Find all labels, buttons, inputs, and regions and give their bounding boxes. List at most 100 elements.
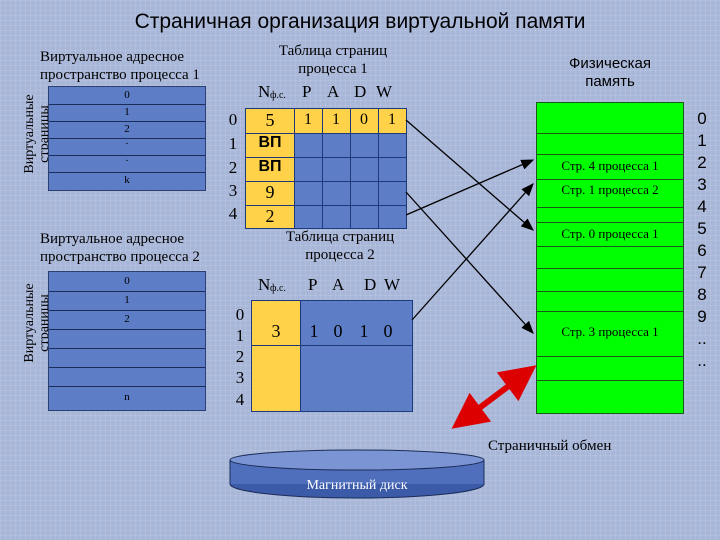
vas2-label-line1: Виртуальное адресное [40,231,185,247]
swap-label: Страничный обмен [488,438,612,454]
phys-label-line1: Физическая [568,55,652,72]
pt1-row-number: 4 [228,204,238,223]
pt2-divider [252,345,412,346]
phys-frame-number: 5 [697,219,707,238]
pt1-row-number: 1 [228,134,238,153]
pt1-frame: ВП [258,158,282,175]
vas2-row [49,367,205,387]
vas1-row-num: 2 [124,123,130,135]
pt1-divider [246,181,406,182]
pt1-label-line2: процесса 1 [298,61,368,77]
phys-frame-number: 2 [697,153,707,172]
pt1-row-number: 2 [228,158,238,177]
pt1-divider [246,205,406,206]
phys-frame-number: 9 [697,307,707,326]
vas1-row: 0 [49,87,205,105]
arrow-pt2-row0 [411,183,534,321]
vas2-row-num: 0 [124,275,130,287]
pt1-flag-a: 1 [332,111,340,128]
pt2-table: 3 1 0 1 0 [251,300,413,412]
arrow-pt1-row0 [405,119,534,231]
vas2-label-line2: пространство процесса 2 [40,249,200,265]
pt2-divider [300,301,301,411]
phys-frame-number: 0 [697,109,707,128]
phys-frame [537,207,683,223]
phys-frame [537,246,683,269]
phys-frame [537,222,683,247]
pt2-label-line1: Таблица страниц [285,229,395,245]
phys-frame-number: 3 [697,175,707,194]
phys-frame [537,268,683,292]
vas1-row-num: 1 [124,106,130,118]
phys-frame-number: 1 [697,131,707,150]
pt1-row-number: 0 [228,110,238,129]
vas1-label-line2: пространство процесса 1 [40,67,200,83]
phys-label-line2: память [585,73,635,90]
vas2-row: 2 [49,310,205,330]
phys-frame-number: 7 [697,263,707,282]
vas2-row: 0 [49,272,205,292]
phys-frame [537,356,683,381]
pt2-row-number: 0 [235,305,245,324]
pt2-label-line2: процесса 2 [305,247,375,263]
pt1-label-line1: Таблица страниц [278,43,388,59]
phys-table: Стр. 4 процесса 1 Стр. 1 процесса 2 Стр.… [536,102,684,414]
pt1-divider [350,109,351,228]
vas1-row: · [49,138,205,156]
pt1-divider [294,109,295,228]
pt2-header-w: W [384,275,401,294]
pt2-header-n: N [258,275,271,294]
pt2-header-a: A [332,275,345,294]
phys-frame-label: Стр. 3 процесса 1 [561,324,659,339]
arrow-pt1-row3 [405,191,534,334]
pt1-divider [246,133,406,134]
vas2-row: n [49,386,205,409]
vas2-row-num: n [124,391,130,403]
vas1-row-num: · [125,138,129,150]
pt1-header-a: A [327,82,340,101]
pt1-divider [322,109,323,228]
pt2-header-sub: ф.с. [270,283,286,294]
vas1-row: k [49,172,205,189]
phys-frame [537,179,683,208]
pt2-header-d: D [364,275,377,294]
pt1-frame: 5 [265,110,275,130]
phys-frame-number: 8 [697,285,707,304]
vas2-table: 0 1 2 n [48,271,206,411]
vas1-row-num: k [124,174,130,186]
swap-arrow [451,365,537,429]
arrow-pt1-row4 [405,159,535,216]
phys-frame [537,103,683,134]
vas1-row-num: · [125,155,129,167]
pt1-row-number: 3 [228,181,238,200]
vas1-row: 1 [49,104,205,122]
phys-frame [537,154,683,180]
phys-frame [537,291,683,312]
phys-frame-label: Стр. 1 процесса 2 [561,182,659,197]
phys-label: Физическая память [540,55,680,91]
pt1-header-p: P [302,82,312,101]
pt1-header-d: D [354,82,367,101]
pt2-row-number: 1 [235,326,245,345]
pt2-header-p: P [308,275,318,294]
pt1-flag-w: 1 [388,111,396,128]
pt1-label: Таблица страниц процесса 1 [258,42,408,78]
vas2-row [49,329,205,349]
pt2-frame: 3 [271,321,281,341]
pt2-flag-d: 1 [359,321,369,341]
disk-label: Магнитный диск [306,478,408,493]
pt2-row-number: 3 [235,368,245,387]
pt2-label: Таблица страниц процесса 2 [265,228,415,264]
pt1-flag-d: 0 [360,111,368,128]
phys-frame-numbers: 0 1 2 3 4 5 6 7 8 9 .. .. [690,108,714,372]
vas2-row-num: 2 [124,313,130,325]
vas2-label: Виртуальное адресное пространство процес… [40,230,240,266]
phys-frame-label: Стр. 4 процесса 1 [561,158,659,173]
vas1-label-line1: Виртуальное адресное [40,49,185,65]
vas2-row: 1 [49,291,205,311]
pt1-table: 5 ВП ВП 9 2 1 1 0 1 [245,108,407,229]
pt2-flag-w: 0 [383,321,393,341]
phys-frame-number: .. [697,351,707,370]
pt2-row-number: 4 [235,390,245,409]
